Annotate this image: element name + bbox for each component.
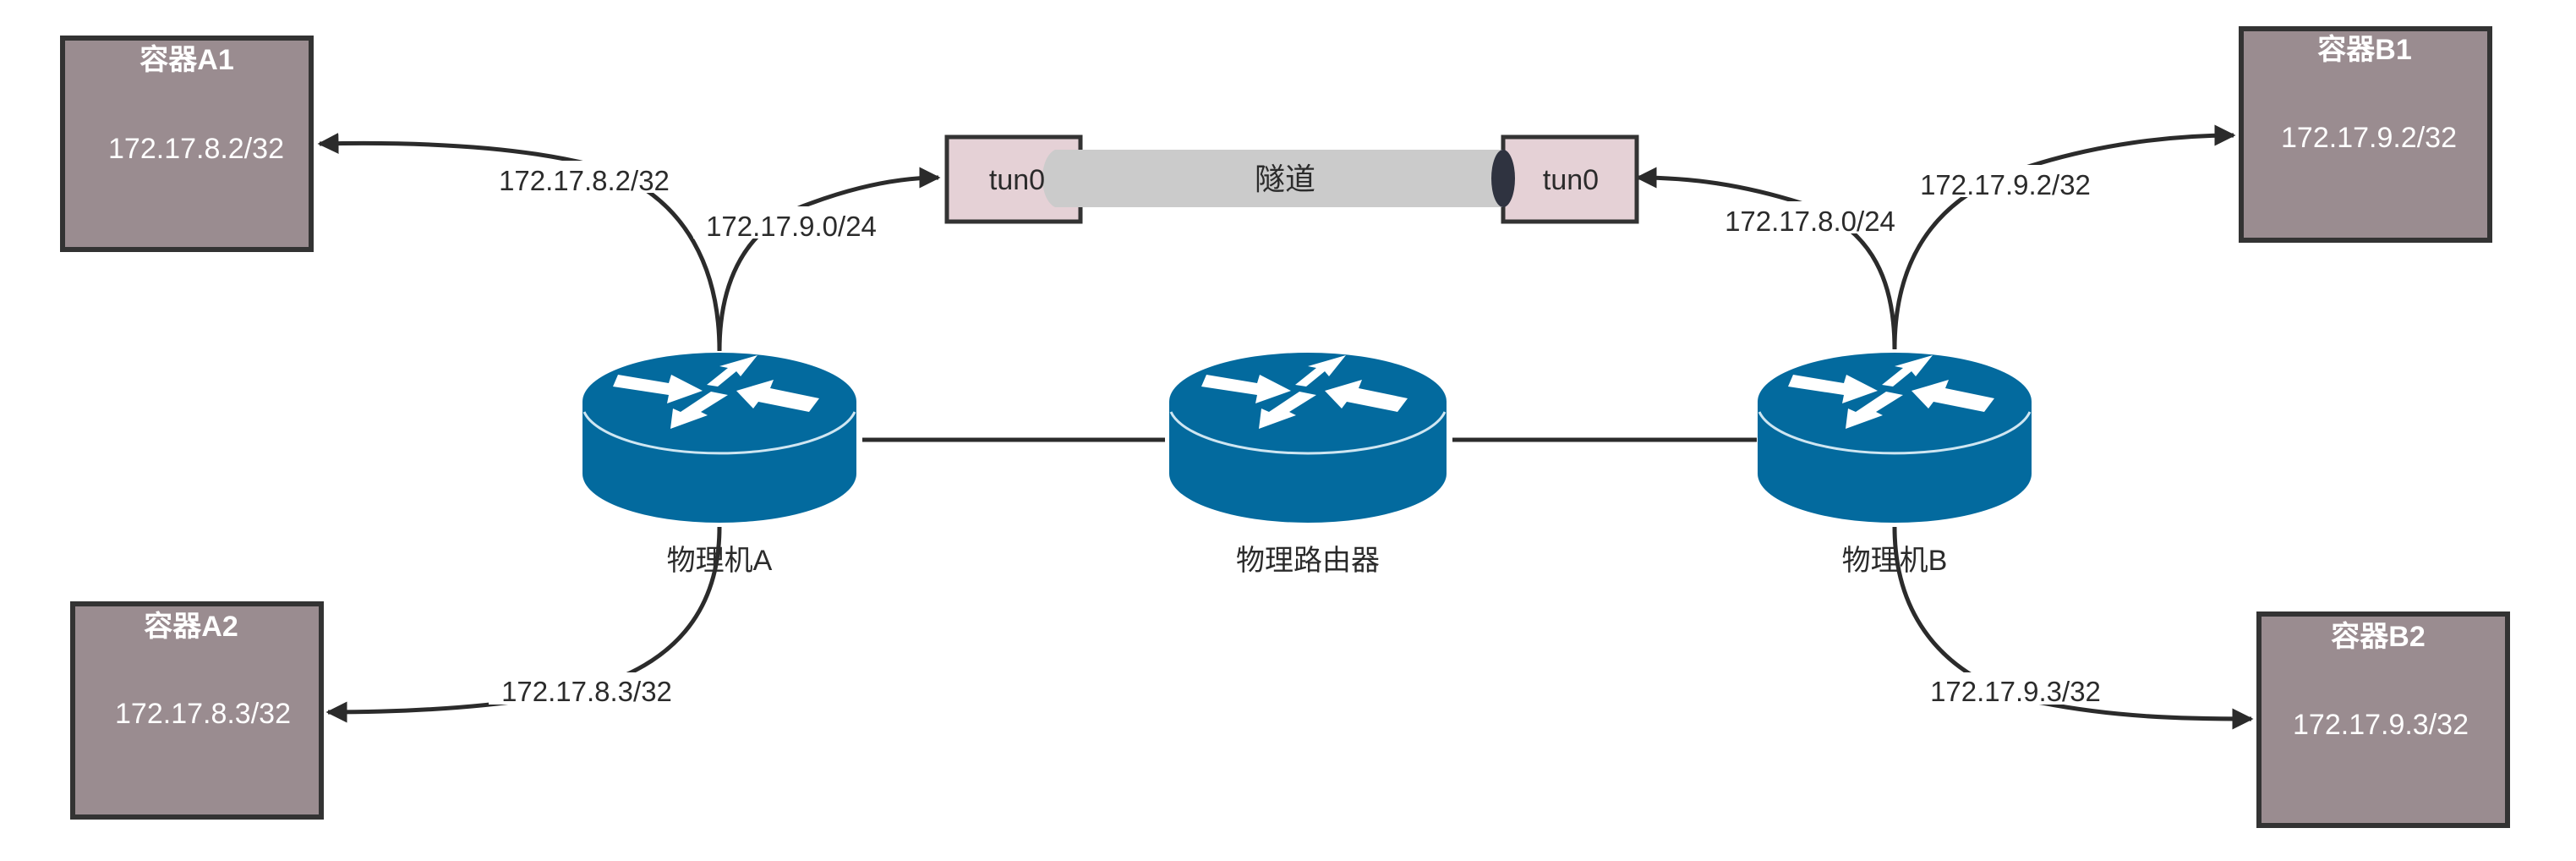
route-label-b-to-tun: 172.17.8.0/24 (1712, 201, 1908, 237)
container-ip: 172.17.8.2/32 (108, 133, 284, 165)
route-label-text: 172.17.8.3/32 (501, 676, 672, 707)
tunnel-label: 隧道 (1255, 162, 1315, 196)
container-b2[interactable]: 容器B2 172.17.9.3/32 (2256, 611, 2510, 828)
router-physical[interactable]: 物理路由器 (1169, 353, 1447, 577)
container-a2[interactable]: 容器A2 172.17.8.3/32 (70, 601, 324, 820)
container-title: 容器B2 (2331, 621, 2425, 653)
tunnel-end-cap (1491, 150, 1515, 207)
container-b1[interactable]: 容器B1 172.17.9.2/32 (2239, 26, 2492, 243)
router-host-a[interactable]: 物理机A (582, 353, 856, 577)
container-a1[interactable]: 容器A1 172.17.8.2/32 (60, 36, 314, 252)
router-host-b[interactable]: 物理机B (1758, 353, 2032, 577)
tunnel-body (1042, 150, 1503, 207)
container-ip: 172.17.8.3/32 (115, 698, 291, 730)
route-label-a-to-a1: 172.17.8.2/32 (486, 161, 682, 196)
route-label-text: 172.17.8.2/32 (499, 165, 670, 196)
tun0-right-box[interactable] (1501, 134, 1639, 224)
route-label-text: 172.17.9.0/24 (706, 211, 877, 242)
container-title: 容器A1 (139, 44, 233, 76)
tun0-left-label: tun0 (989, 164, 1045, 196)
tunnel: tun0 tun0 隧道 (944, 134, 1639, 224)
router-label: 物理路由器 (1236, 545, 1380, 577)
route-edge-a-to-tun (717, 167, 941, 352)
route-label-b-to-b1: 172.17.9.2/32 (1907, 165, 2103, 200)
router-label: 物理机B (1842, 545, 1948, 577)
route-label-text: 172.17.9.2/32 (1920, 169, 2091, 200)
route-label-text: 172.17.9.3/32 (1930, 676, 2101, 707)
route-label-a-to-a2: 172.17.8.3/32 (489, 672, 685, 707)
route-label-a-to-tun: 172.17.9.0/24 (693, 206, 889, 242)
route-label-text: 172.17.8.0/24 (1725, 206, 1895, 237)
container-title: 容器B1 (2317, 34, 2411, 66)
tun0-right-label: tun0 (1543, 164, 1599, 196)
container-ip: 172.17.9.3/32 (2293, 709, 2469, 741)
route-label-b-to-b2: 172.17.9.3/32 (1917, 672, 2114, 707)
container-ip: 172.17.9.2/32 (2281, 122, 2457, 154)
container-title: 容器A2 (144, 611, 238, 643)
router-label: 物理机A (667, 545, 773, 577)
